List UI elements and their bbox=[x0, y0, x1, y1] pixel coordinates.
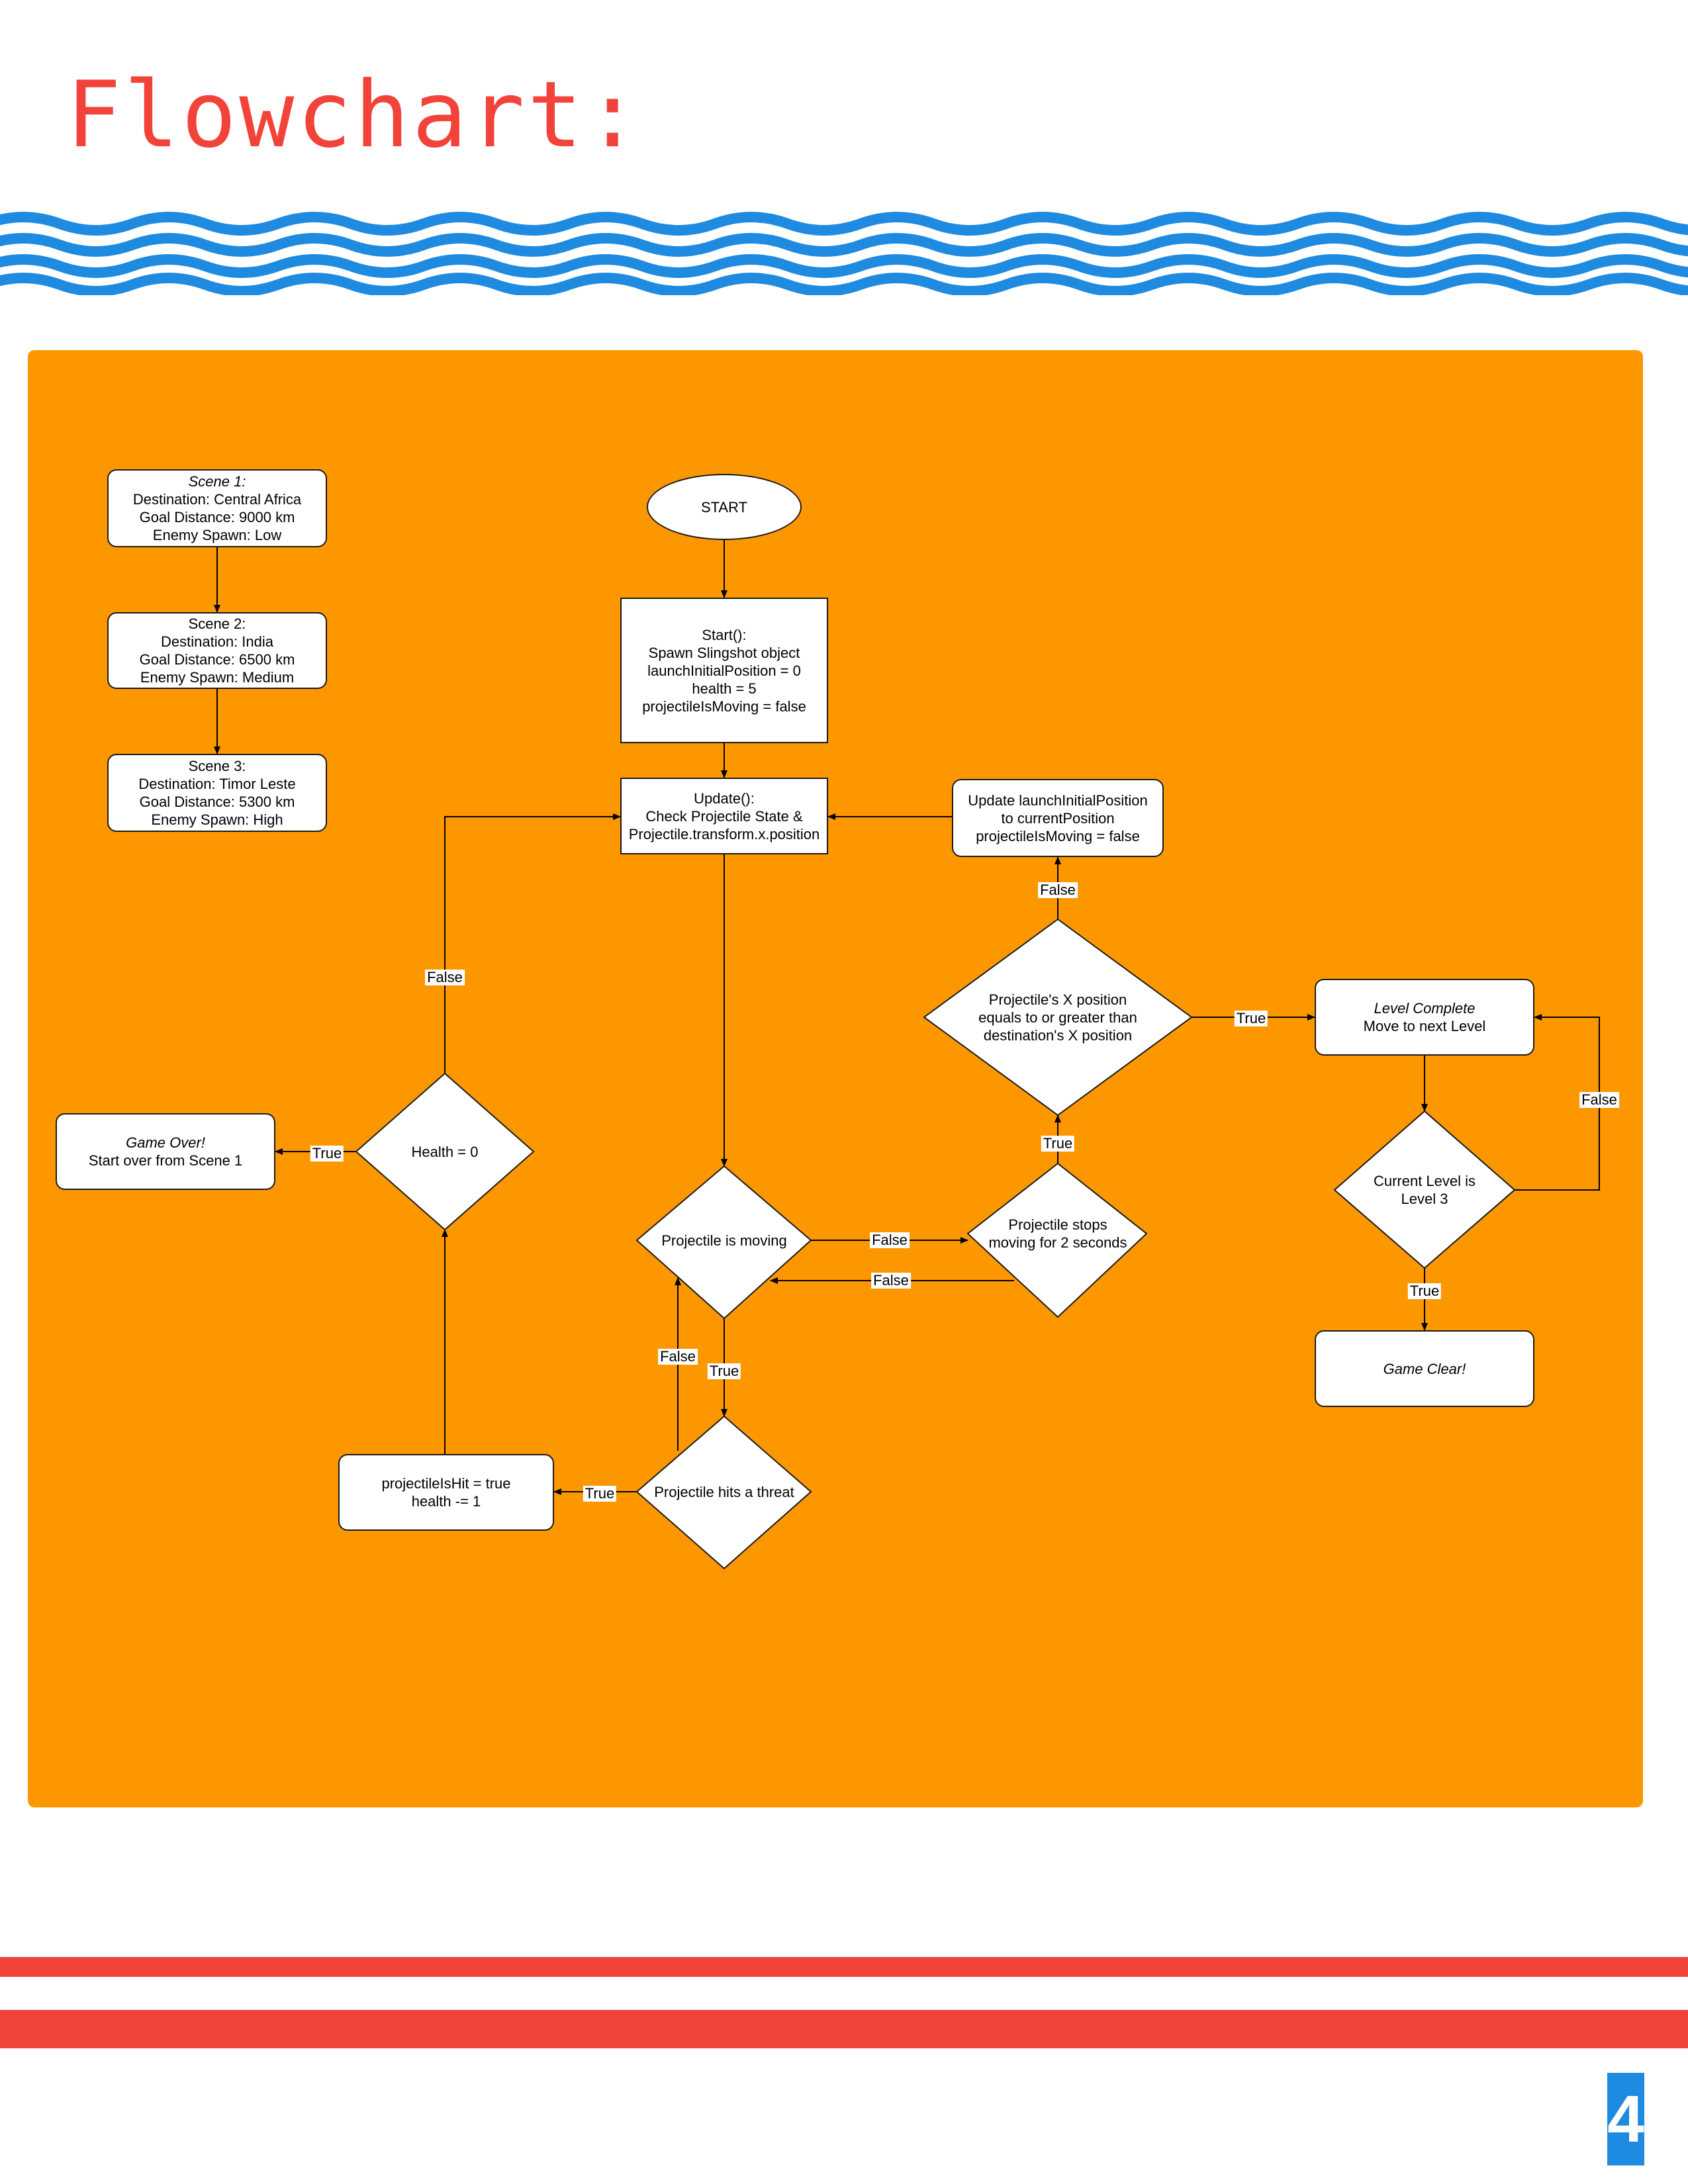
update-launch-line-1: Update launchInitialPosition bbox=[968, 792, 1148, 809]
start-function-box: Start(): Spawn Slingshot object launchIn… bbox=[620, 598, 828, 743]
page-number: 4 bbox=[1607, 2073, 1644, 2165]
decision-stops-moving-text: Projectile stops moving for 2 seconds bbox=[968, 1207, 1148, 1260]
decision-x-position-line-2: equals to or greater than bbox=[978, 1009, 1137, 1026]
flowchart-panel: Scene 1: Destination: Central Africa Goa… bbox=[28, 350, 1643, 1807]
decision-x-position-text: Projectile's X position equals to or gre… bbox=[941, 984, 1174, 1050]
start-func-line-4: health = 5 bbox=[692, 680, 757, 697]
edge-label-moving-false-back: False bbox=[658, 1349, 698, 1365]
page-title: Flowchart: bbox=[66, 62, 643, 168]
decision-current-level-line-2: Level 3 bbox=[1401, 1191, 1448, 1207]
start-label: START bbox=[700, 498, 748, 516]
scene-3-goal: Goal Distance: 5300 km bbox=[139, 794, 295, 810]
scene-3-enemy: Enemy Spawn: High bbox=[151, 811, 283, 828]
edge-label-level-false: False bbox=[1579, 1092, 1619, 1108]
update-func-line-3: Projectile.transform.x.position bbox=[628, 825, 820, 842]
edge-label-xpos-true: True bbox=[1234, 1011, 1268, 1026]
decision-health-line-1: Health = 0 bbox=[411, 1143, 479, 1160]
wave-decoration bbox=[0, 212, 1688, 295]
decision-stops-moving-shape bbox=[966, 1162, 1148, 1318]
edge-label-health-false: False bbox=[425, 970, 465, 985]
decision-x-position-line-1: Projectile's X position bbox=[988, 991, 1127, 1008]
scene-1-heading: Scene 1: bbox=[188, 473, 246, 490]
game-over-heading: Game Over! bbox=[126, 1134, 205, 1151]
edge-label-health-true: True bbox=[310, 1146, 344, 1161]
edge-health-update-false bbox=[444, 813, 621, 1073]
update-launch-line-3: projectileIsMoving = false bbox=[976, 827, 1140, 844]
edge-label-moving-true: True bbox=[707, 1363, 741, 1379]
level-complete-box: Level Complete Move to next Level bbox=[1315, 979, 1534, 1056]
hit-result-line-2: health -= 1 bbox=[411, 1493, 481, 1510]
footer-stripe-top bbox=[0, 1957, 1688, 1977]
decision-current-level-line-1: Current Level is bbox=[1373, 1173, 1476, 1189]
wave-line-2 bbox=[0, 233, 1688, 257]
scene-2-goal: Goal Distance: 6500 km bbox=[139, 651, 295, 668]
game-over-action: Start over from Scene 1 bbox=[88, 1152, 243, 1169]
edge-label-stops-true: True bbox=[1041, 1136, 1075, 1152]
update-func-line-1: Update(): bbox=[694, 790, 755, 807]
start-func-line-5: projectileIsMoving = false bbox=[642, 698, 806, 715]
decision-is-moving-line-1: Projectile is moving bbox=[661, 1232, 787, 1249]
decision-current-level-shape bbox=[1333, 1110, 1516, 1269]
scene-2-heading: Scene 2: bbox=[188, 615, 246, 632]
scene-1-box: Scene 1: Destination: Central Africa Goa… bbox=[107, 469, 327, 547]
decision-x-position-line-3: destination's X position bbox=[983, 1026, 1133, 1044]
decision-health-text: Health = 0 bbox=[359, 1125, 531, 1178]
scene-1-goal: Goal Distance: 9000 km bbox=[139, 509, 295, 525]
start-func-line-3: launchInitialPosition = 0 bbox=[647, 662, 801, 679]
hit-result-box: projectileIsHit = true health -= 1 bbox=[338, 1454, 554, 1531]
game-over-box: Game Over! Start over from Scene 1 bbox=[56, 1113, 275, 1190]
edge-label-level-true: True bbox=[1407, 1283, 1442, 1299]
wave-line-4 bbox=[0, 273, 1688, 295]
scene-2-enemy: Enemy Spawn: Medium bbox=[140, 669, 295, 686]
start-oval: START bbox=[647, 474, 802, 540]
start-func-line-1: Start(): bbox=[702, 626, 747, 643]
scene-2-destination: Destination: India bbox=[161, 633, 273, 650]
level-complete-action: Move to next Level bbox=[1363, 1018, 1486, 1034]
scene-3-heading: Scene 3: bbox=[188, 758, 246, 774]
edge-label-moving-false-out: False bbox=[870, 1232, 910, 1248]
footer-stripe-bottom bbox=[0, 2010, 1688, 2048]
decision-stops-moving-line-2: moving for 2 seconds bbox=[988, 1234, 1127, 1251]
game-clear-label: Game Clear! bbox=[1383, 1360, 1466, 1377]
update-func-line-2: Check Projectile State & bbox=[645, 807, 803, 825]
edge-label-xpos-false: False bbox=[1038, 882, 1078, 898]
decision-hits-threat-line-1: Projectile hits a threat bbox=[654, 1483, 794, 1500]
scene-3-destination: Destination: Timor Leste bbox=[138, 776, 296, 792]
scene-2-box: Scene 2: Destination: India Goal Distanc… bbox=[107, 612, 327, 689]
scene-3-box: Scene 3: Destination: Timor Leste Goal D… bbox=[107, 754, 327, 832]
decision-is-moving-text: Projectile is moving bbox=[638, 1214, 810, 1267]
decision-hits-threat-shape bbox=[635, 1415, 812, 1570]
level-complete-heading: Level Complete bbox=[1374, 1000, 1476, 1017]
decision-health-shape bbox=[355, 1072, 535, 1231]
flowchart-edges bbox=[214, 540, 1600, 1570]
decision-current-level-text: Current Level is Level 3 bbox=[1338, 1163, 1511, 1216]
edge-label-stops-false: False bbox=[871, 1273, 911, 1289]
scene-1-destination: Destination: Central Africa bbox=[132, 491, 302, 508]
decision-x-position-shape bbox=[923, 918, 1193, 1116]
decision-is-moving-shape bbox=[635, 1165, 812, 1320]
decision-hits-threat-text: Projectile hits a threat bbox=[638, 1465, 810, 1518]
update-launch-box: Update launchInitialPosition to currentP… bbox=[952, 779, 1164, 857]
scene-1-enemy: Enemy Spawn: Low bbox=[152, 527, 282, 543]
hit-result-line-1: projectileIsHit = true bbox=[381, 1475, 511, 1492]
wave-line-1 bbox=[0, 212, 1688, 236]
decision-stops-moving-line-1: Projectile stops bbox=[1008, 1216, 1107, 1233]
edge-label-hit-true: True bbox=[583, 1486, 617, 1502]
update-function-box: Update(): Check Projectile State & Proje… bbox=[620, 778, 828, 854]
wave-line-3 bbox=[0, 254, 1688, 278]
start-func-line-2: Spawn Slingshot object bbox=[648, 644, 800, 661]
game-clear-box: Game Clear! bbox=[1315, 1330, 1534, 1407]
update-launch-line-2: to currentPosition bbox=[1001, 809, 1115, 827]
